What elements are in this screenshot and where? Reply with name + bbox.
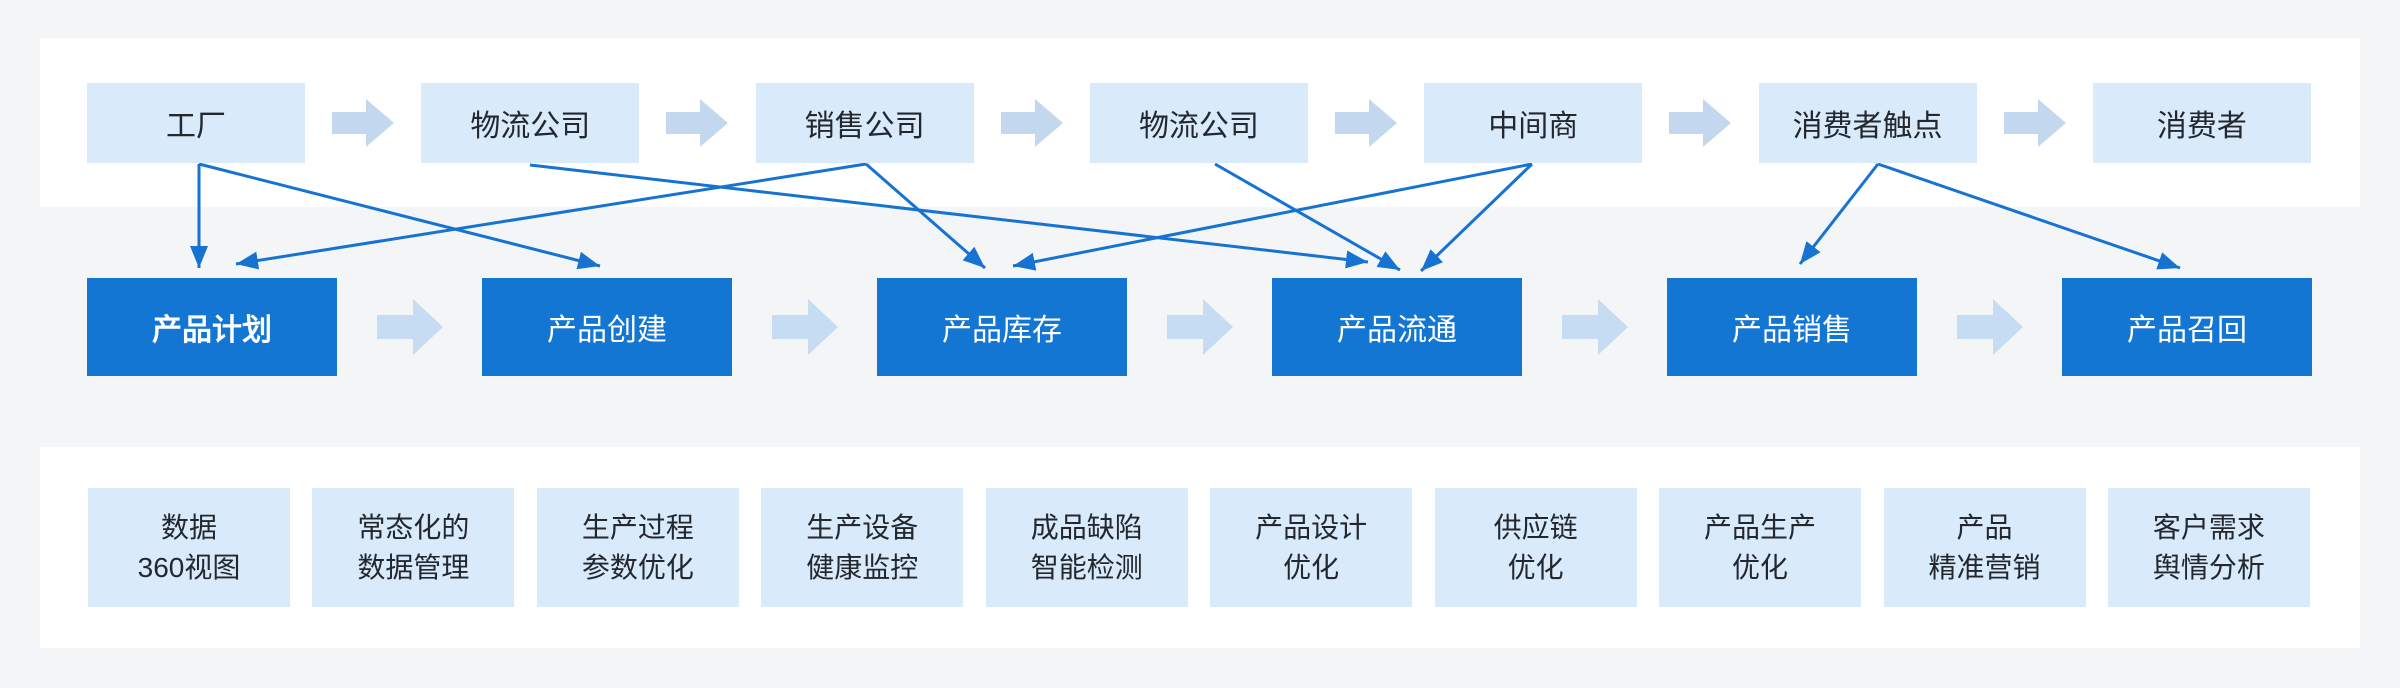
capability-label: 智能检测: [1030, 551, 1143, 583]
capability-box-defect-smart-detection: 成品缺陷智能检测: [985, 488, 1188, 607]
arrow-right-icon: [1561, 299, 1628, 355]
top-box-middleman: 中间商: [1424, 83, 1643, 163]
top-box-logistics-1: 物流公司: [421, 83, 640, 163]
capability-box-precision-marketing: 产品精准营销: [1883, 488, 2086, 607]
arrow-right-icon: [1335, 99, 1398, 147]
capability-label: 健康监控: [806, 551, 919, 583]
capability-box-equipment-health-monitoring: 生产设备健康监控: [761, 488, 964, 607]
capability-box-data-360-view: 数据 360视图: [88, 488, 290, 607]
capability-box-process-param-optimization: 生产过程参数优化: [536, 488, 739, 607]
capability-label: 供应链: [1493, 511, 1578, 543]
product-lifecycle-row: 产品计划 产品创建 产品库存 产品流通 产品销售 产品召回: [87, 278, 2312, 376]
arrow-right-icon: [1669, 99, 1732, 147]
top-box-consumer-touchpoint: 消费者触点: [1758, 83, 1977, 163]
capability-label: 优化: [1507, 551, 1564, 583]
arrow-right-icon: [1000, 99, 1063, 147]
capability-label: 舆情分析: [2152, 551, 2265, 583]
stage-box-product-distribution: 产品流通: [1272, 278, 1522, 376]
arrow-right-icon: [332, 99, 395, 147]
capability-box-production-optimization: 产品生产优化: [1659, 488, 1862, 607]
capability-label: 产品生产: [1704, 511, 1817, 543]
capability-box-customer-sentiment-analysis: 客户需求舆情分析: [2107, 488, 2310, 607]
arrow-right-icon: [2003, 99, 2066, 147]
arrow-right-icon: [1166, 299, 1233, 355]
capability-label: 成品缺陷: [1030, 511, 1143, 543]
capability-label: 优化: [1283, 551, 1340, 583]
top-box-factory: 工厂: [87, 83, 305, 163]
stage-box-product-inventory: 产品库存: [877, 278, 1127, 376]
top-box-logistics-2: 物流公司: [1089, 83, 1308, 163]
capability-label: 数据管理: [357, 551, 470, 583]
capability-label: 常态化的: [357, 511, 470, 543]
arrow-right-icon: [376, 299, 443, 355]
capability-label: 360视图: [137, 551, 241, 583]
capability-label: 产品设计: [1255, 511, 1368, 543]
capability-label: 生产设备: [806, 511, 919, 543]
capability-label: 客户需求: [2152, 511, 2265, 543]
stage-box-product-plan: 产品计划: [87, 278, 337, 376]
arrow-right-icon: [1956, 299, 2023, 355]
capability-label: 数据: [160, 511, 217, 543]
top-box-sales-company: 销售公司: [755, 83, 974, 163]
stage-box-product-sales: 产品销售: [1667, 278, 1917, 376]
capability-label: 参数优化: [581, 551, 694, 583]
stage-box-product-recall: 产品召回: [2062, 278, 2312, 376]
arrow-right-icon: [666, 99, 729, 147]
stage-box-product-create: 产品创建: [482, 278, 732, 376]
top-box-consumer: 消费者: [2092, 83, 2311, 163]
capability-box-supply-chain-optimization: 供应链优化: [1434, 488, 1637, 607]
capability-box-product-design-optimization: 产品设计优化: [1210, 488, 1413, 607]
capability-label: 精准营销: [1928, 551, 2041, 583]
capability-row: 数据 360视图 常态化的数据管理 生产过程参数优化 生产设备健康监控 成品缺陷智…: [88, 488, 2310, 607]
arrow-right-icon: [771, 299, 838, 355]
capability-box-normalized-data-mgmt: 常态化的数据管理: [312, 488, 515, 607]
capability-label: 产品: [1956, 511, 2013, 543]
capability-label: 生产过程: [581, 511, 694, 543]
supply-chain-row: 工厂 物流公司 销售公司 物流公司 中间商 消费者触点 消费者: [87, 83, 2311, 163]
capability-label: 优化: [1732, 551, 1789, 583]
